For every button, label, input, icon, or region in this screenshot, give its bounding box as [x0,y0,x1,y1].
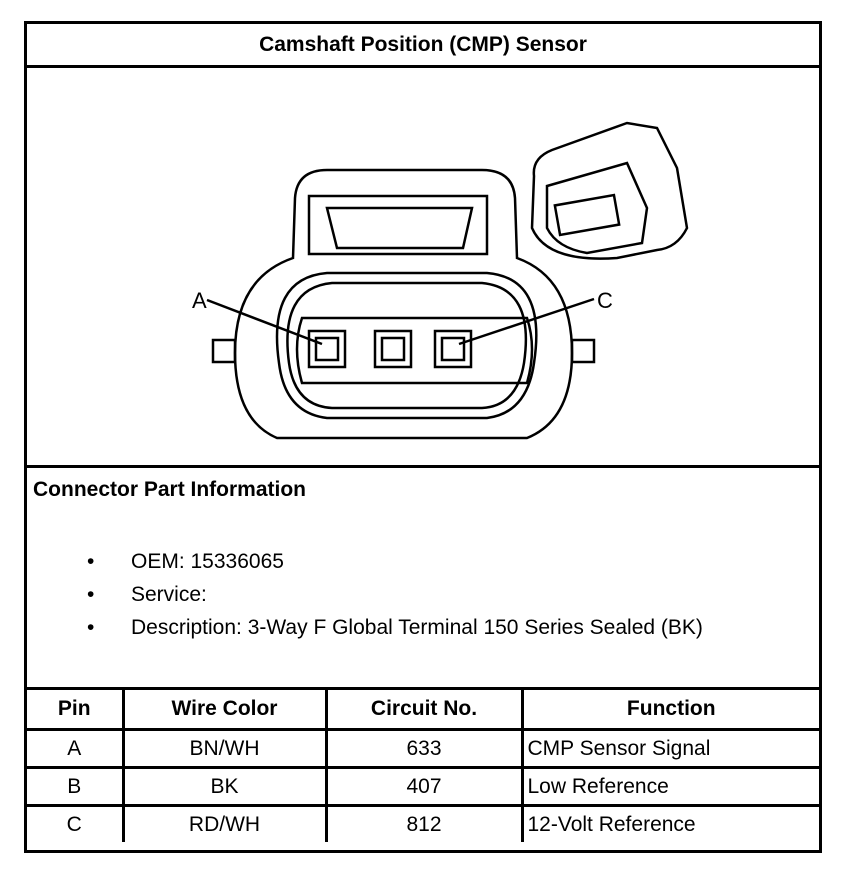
connector-drawing: A C [27,68,819,468]
cell-pin: C [27,804,125,842]
bullet-icon: • [87,616,95,639]
cell-wire-color: BK [121,766,328,807]
bullet-icon: • [87,550,95,573]
header-pin: Pin [27,687,125,731]
cell-circuit-no: 633 [324,728,524,769]
cell-circuit-no: 407 [324,766,524,807]
cell-wire-color: RD/WH [121,804,328,842]
table-row: A BN/WH 633 CMP Sensor Signal [27,728,819,769]
sheet-title: Camshaft Position (CMP) Sensor [27,24,819,68]
callout-c: C [597,288,613,313]
cell-function: 12-Volt Reference [520,804,819,842]
header-wire-color: Wire Color [121,687,328,731]
bullet-icon: • [87,583,95,606]
connector-part-info: Connector Part Information •OEM: 1533606… [33,478,703,639]
callout-a: A [192,288,207,313]
connector-face-icon: A C [192,121,689,440]
cell-pin: A [27,728,125,769]
cell-function: CMP Sensor Signal [520,728,819,769]
info-heading: Connector Part Information [33,478,307,501]
pin-table: Pin Wire Color Circuit No. Function A BN… [27,687,819,842]
header-circuit-no: Circuit No. [324,687,524,731]
cell-circuit-no: 812 [324,804,524,842]
cell-function: Low Reference [520,766,819,807]
table-row: B BK 407 Low Reference [27,766,819,807]
connector-sheet: Camshaft Position (CMP) Sensor [24,21,822,853]
cell-wire-color: BN/WH [121,728,328,769]
table-header-row: Pin Wire Color Circuit No. Function [27,687,819,731]
header-function: Function [520,687,819,731]
cell-pin: B [27,766,125,807]
table-row: C RD/WH 812 12-Volt Reference [27,804,819,842]
